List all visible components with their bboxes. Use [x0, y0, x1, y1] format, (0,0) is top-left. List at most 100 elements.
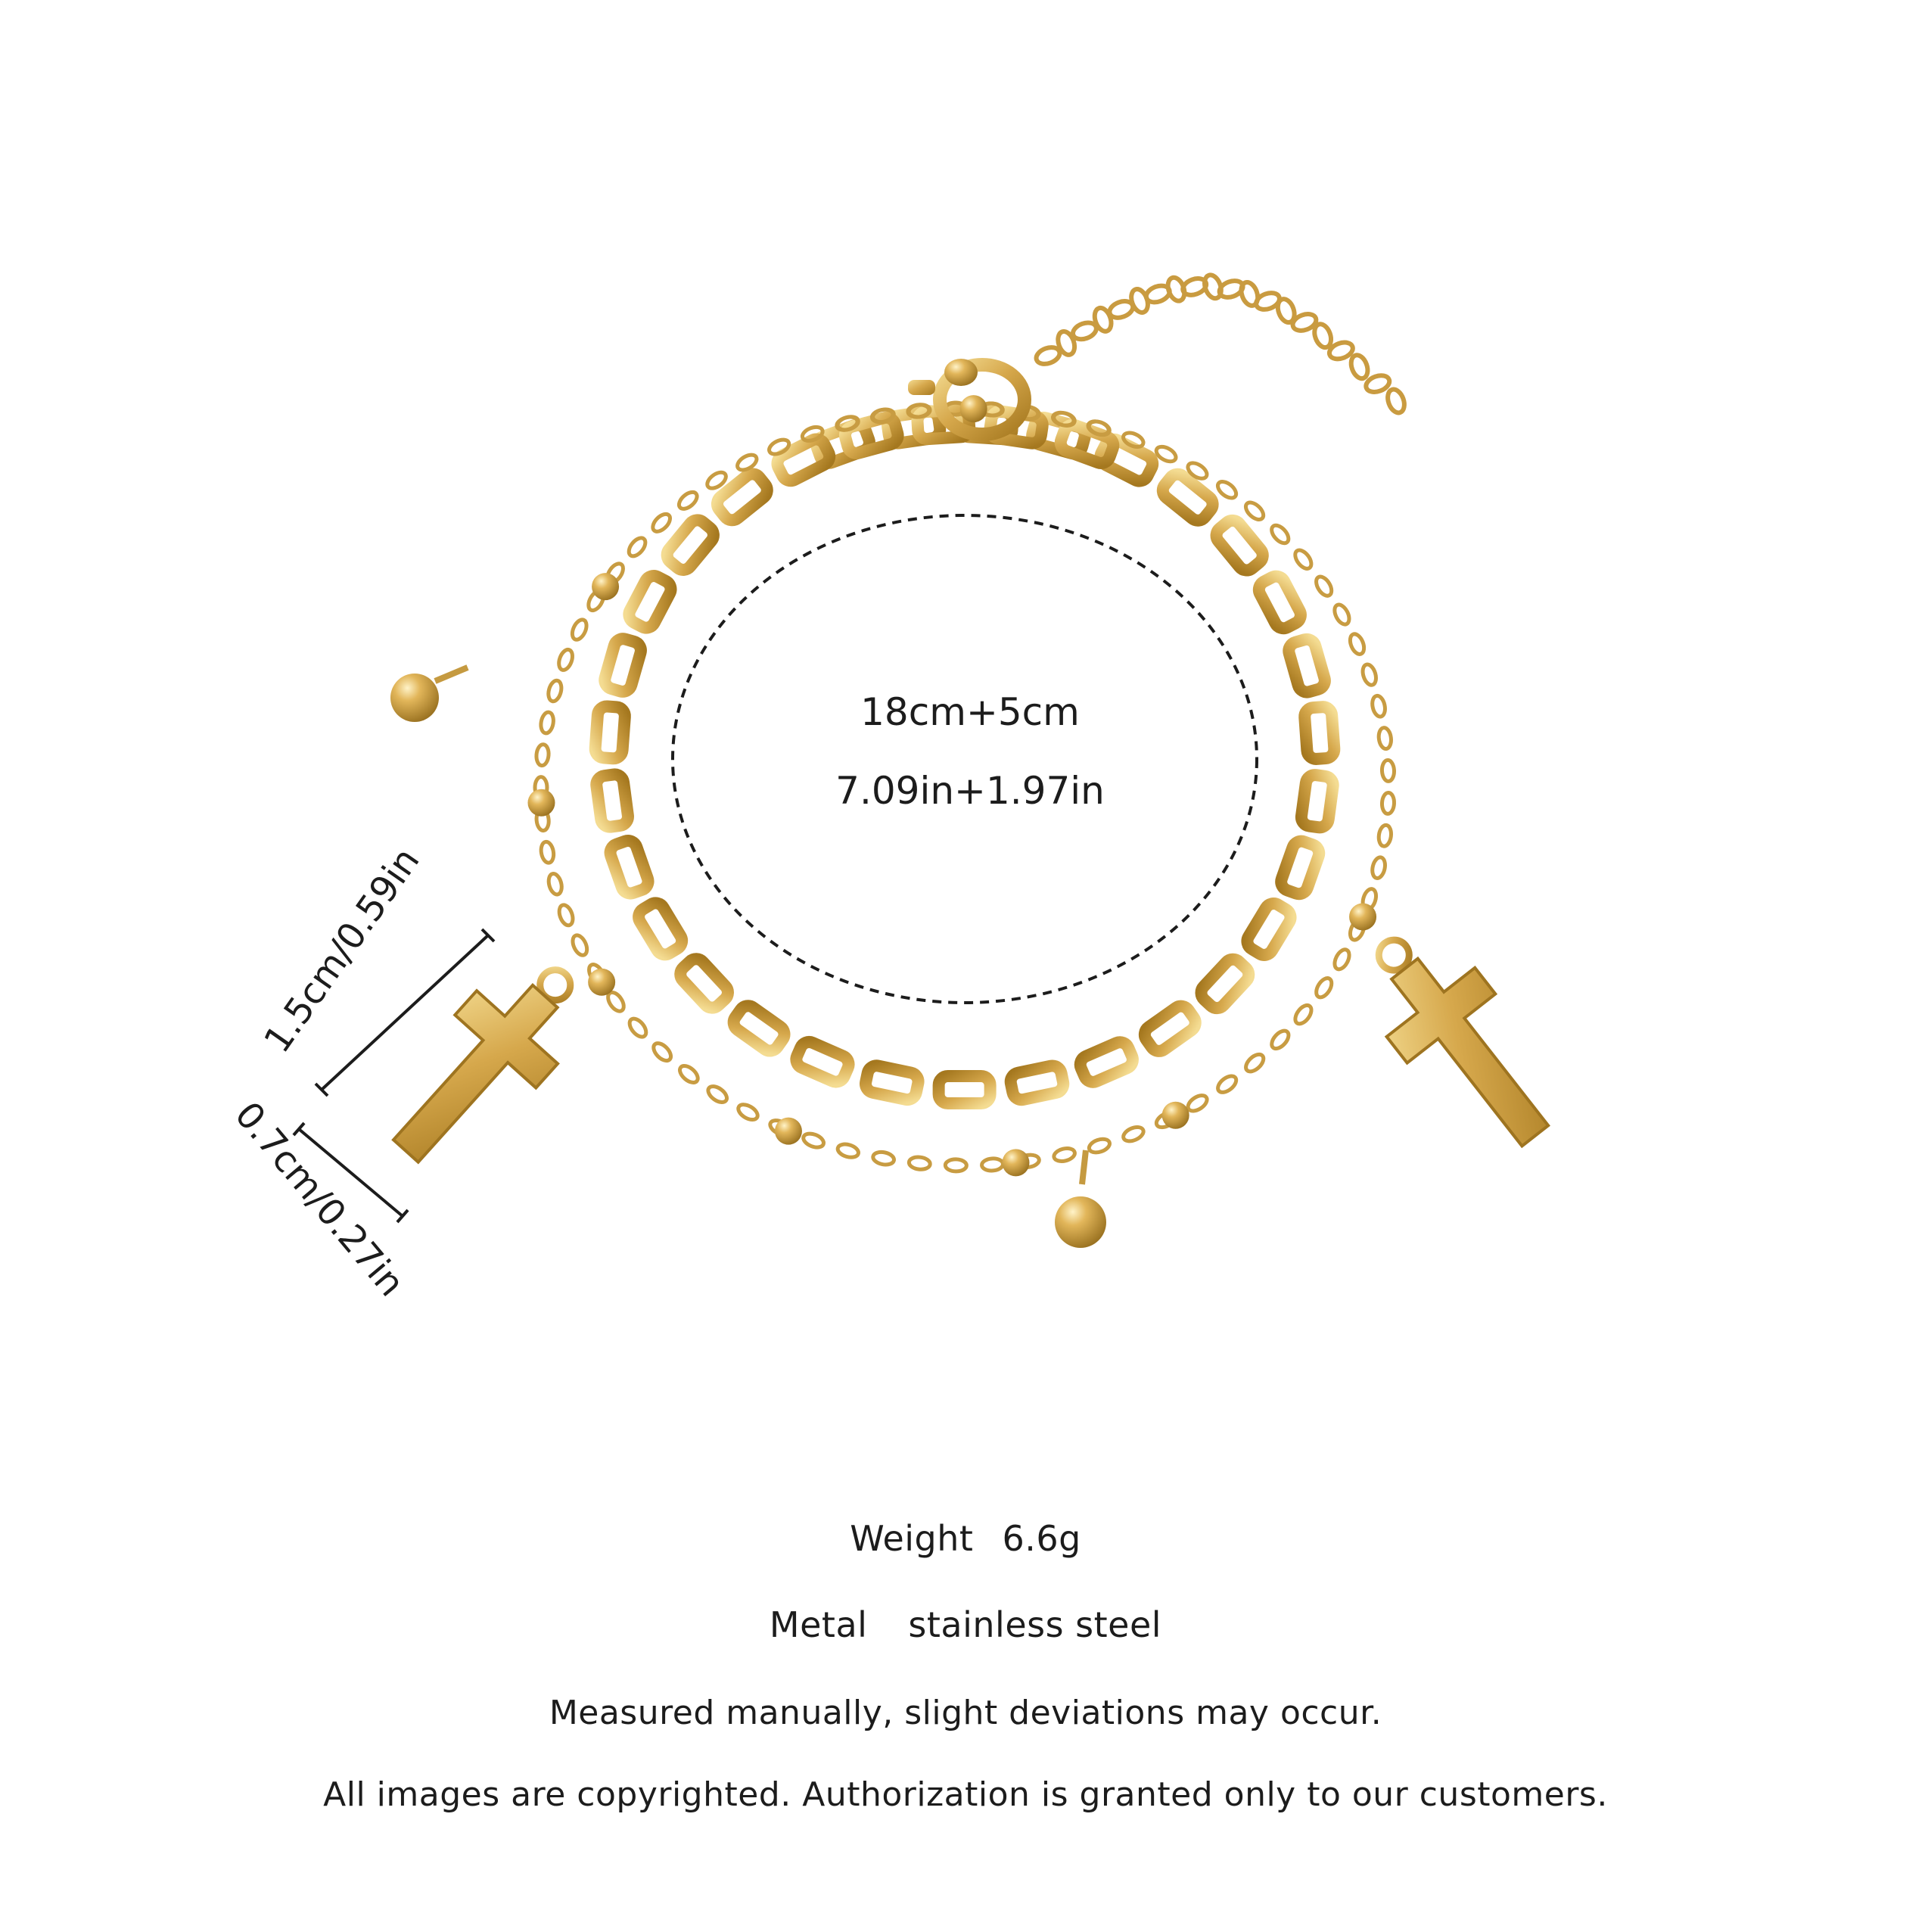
thin-chain-link	[1376, 823, 1393, 848]
thin-chain-link	[539, 839, 556, 865]
chain-link	[1283, 633, 1331, 698]
thin-chain-link	[705, 470, 728, 490]
chain-link	[838, 411, 904, 459]
thin-chain-link	[1293, 548, 1314, 571]
chain-link	[1004, 1059, 1070, 1106]
chain-link	[932, 1069, 997, 1110]
chain-link	[711, 468, 773, 527]
thin-chain-link	[1270, 523, 1291, 546]
thin-chain-link	[1244, 1052, 1266, 1074]
thin-chain-link	[767, 437, 791, 456]
thin-chain-link	[1087, 1137, 1112, 1155]
thin-chain-link	[546, 872, 564, 897]
extender-link	[1254, 291, 1282, 312]
measurement-note: Measured manually, slight deviations may…	[549, 1694, 1382, 1732]
chain-link	[1094, 433, 1159, 487]
thin-chain-link	[1051, 410, 1076, 428]
size-cm-label: 18cm+5cm	[860, 690, 1080, 734]
thin-chain-link	[1314, 976, 1334, 1000]
station-bead	[1161, 1101, 1189, 1129]
thin-chain-link	[801, 1131, 826, 1150]
thin-chain-link	[651, 1041, 673, 1063]
extender-link	[1239, 279, 1261, 308]
chain-link	[771, 433, 836, 487]
thin-chain-link	[571, 933, 589, 957]
thin-chain-link	[557, 647, 574, 672]
thin-chain-link	[1332, 947, 1351, 972]
station-bead	[1349, 903, 1377, 931]
extender-chain	[1034, 272, 1407, 415]
inner-diameter-outline	[671, 514, 1258, 1004]
chain-link	[1138, 1000, 1202, 1057]
thin-chain-link	[906, 403, 931, 419]
bead-charm-bottom	[1055, 1150, 1106, 1248]
thin-chain-link	[1086, 419, 1111, 437]
thin-chain-link	[906, 1155, 932, 1171]
extender-link	[1056, 328, 1077, 357]
extender-link	[1275, 297, 1297, 325]
thin-chain-link	[557, 903, 575, 928]
chain-link	[1295, 769, 1339, 834]
thin-chain-link	[1154, 444, 1178, 464]
extender-link	[1326, 340, 1355, 362]
metal-label: Metal	[769, 1604, 868, 1645]
chain-link	[1275, 835, 1326, 901]
thin-chain-link	[678, 1064, 700, 1084]
chain-link	[860, 1059, 925, 1106]
chain-link	[1252, 570, 1307, 635]
thin-chain-link	[1216, 1074, 1239, 1094]
thin-chain-link	[606, 990, 626, 1013]
thin-chain-link	[1243, 500, 1266, 521]
chain-link	[1026, 411, 1091, 460]
weight-label: Weight	[850, 1518, 974, 1559]
chain-link	[604, 835, 655, 900]
thin-chain-link	[869, 407, 895, 425]
station-bead	[527, 789, 555, 817]
station-bead	[588, 968, 616, 996]
extender-link	[1364, 373, 1392, 394]
thin-chain-link	[627, 1016, 648, 1039]
cross-pendant-right	[1375, 936, 1550, 1149]
station-bead	[774, 1117, 802, 1145]
thin-chain-link	[1376, 726, 1393, 751]
station-bead	[592, 573, 620, 601]
pendant-width-dimension: 0.7cm/0.27in	[226, 1094, 412, 1305]
thin-chain-link	[534, 742, 551, 768]
thin-chain-link	[980, 1156, 1005, 1173]
lobster-clasp	[908, 358, 1031, 441]
extender-link	[1385, 387, 1407, 415]
chain-link	[727, 1000, 791, 1057]
thin-chain-link	[1314, 574, 1334, 598]
thin-chain-link	[1121, 1125, 1146, 1143]
extender-link	[1312, 322, 1334, 350]
thin-chain-link	[735, 453, 759, 472]
size-in-label: 7.09in+1.97in	[835, 769, 1105, 813]
cross-pendant-left	[391, 966, 574, 1165]
thin-chain-link	[1186, 461, 1209, 481]
chain-link	[1210, 514, 1269, 577]
thin-chain-link	[676, 490, 699, 511]
thin-chain-link	[871, 1150, 896, 1167]
thin-chain-link	[1348, 632, 1367, 656]
chain-link	[633, 897, 689, 961]
thin-chain-link	[1370, 693, 1387, 719]
thin-chain-link	[1332, 602, 1351, 627]
pendant-height-dimension: 1.5cm/0.59in	[256, 840, 496, 1097]
chain-link	[1241, 898, 1297, 961]
thin-chain-link	[1121, 431, 1146, 449]
copyright-note: All images are copyrighted. Authorizatio…	[323, 1775, 1608, 1814]
weight-value: 6.6g	[1002, 1518, 1081, 1559]
thin-chain-link	[539, 710, 555, 736]
chain-link	[1195, 953, 1255, 1015]
thin-chain-link	[546, 678, 564, 704]
thin-chain-link	[627, 536, 648, 558]
thin-chain-link	[1360, 662, 1378, 687]
thin-chain-link	[1293, 1003, 1314, 1026]
thin-chain-link	[1270, 1028, 1291, 1051]
pendant-height-label: 1.5cm/0.59in	[256, 840, 428, 1060]
thin-chain-link	[1215, 480, 1239, 500]
chain-link	[1298, 701, 1341, 765]
thin-chain-link	[1370, 855, 1387, 880]
